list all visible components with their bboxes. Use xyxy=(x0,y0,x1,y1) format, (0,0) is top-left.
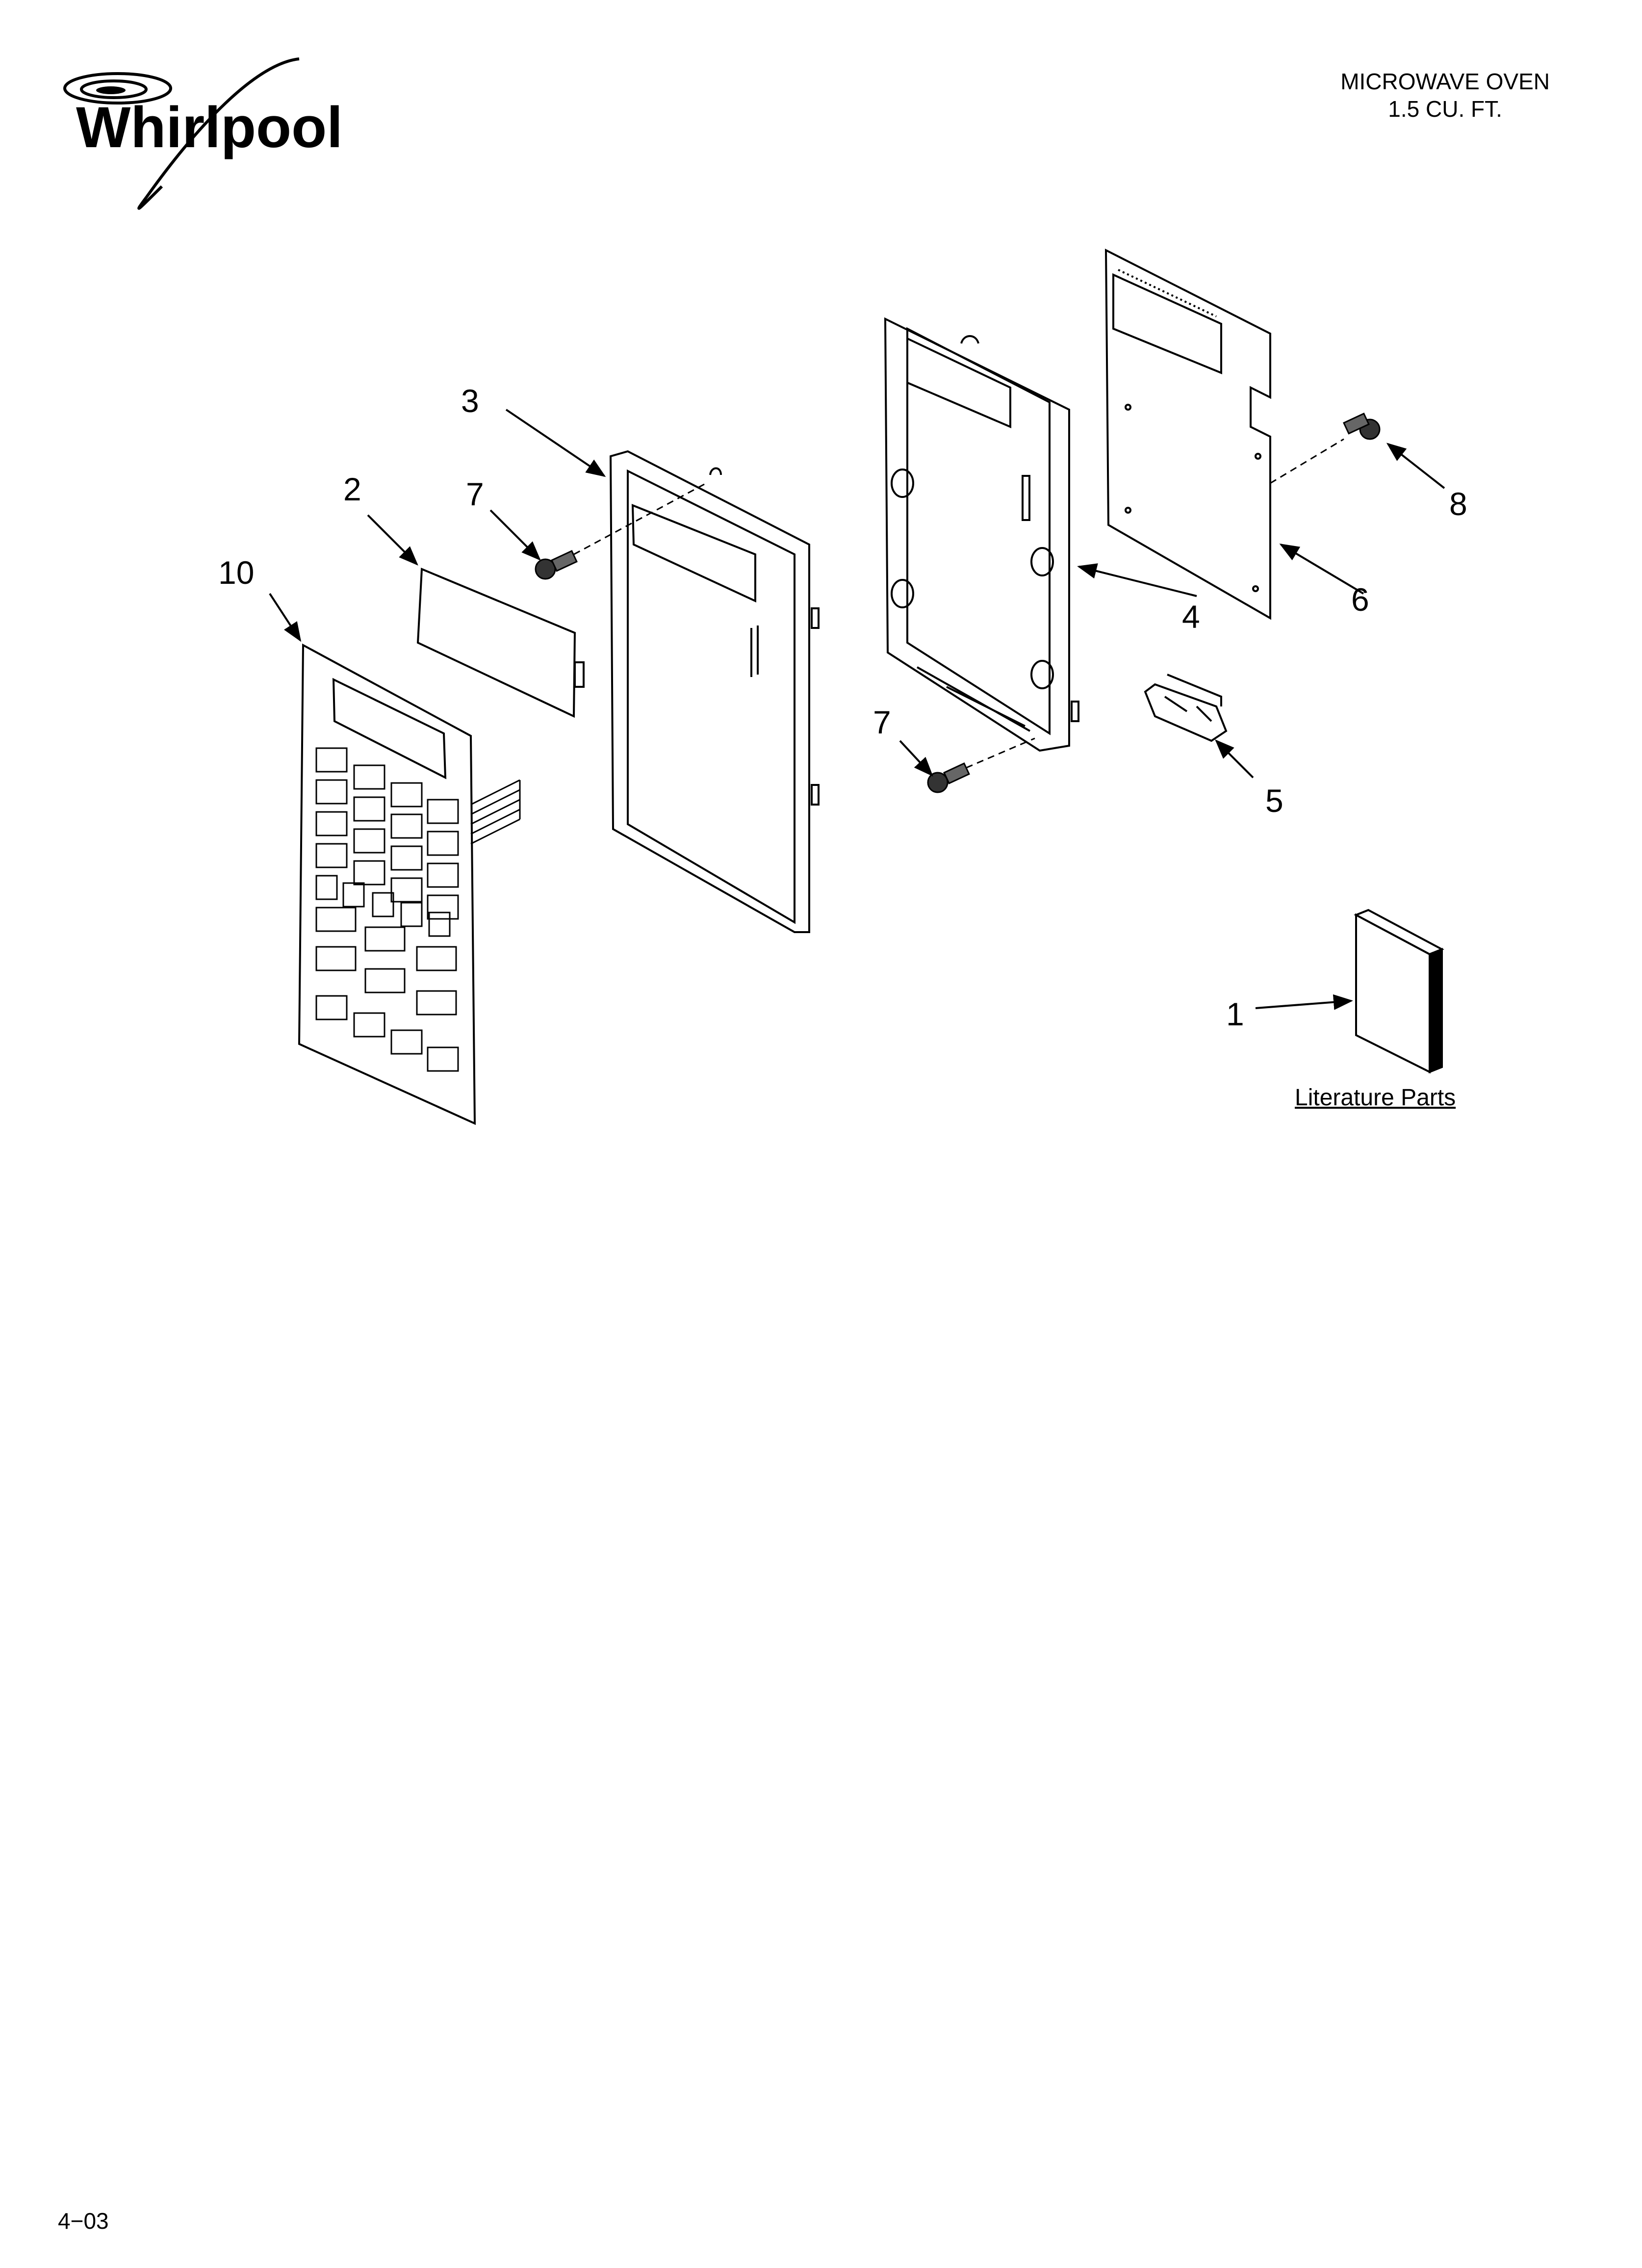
callout-1: 1 xyxy=(1226,996,1244,1032)
callout-5: 5 xyxy=(1265,782,1283,819)
callout-10: 10 xyxy=(218,554,254,591)
callout-6: 6 xyxy=(1351,581,1369,618)
callout-3: 3 xyxy=(461,383,479,419)
leader-arrows xyxy=(269,409,1445,1010)
page-code: 4−03 xyxy=(58,2208,109,2234)
brand-wordmark: Whirlpool xyxy=(76,95,343,160)
header-title: MICROWAVE OVEN 1.5 CU. FT. xyxy=(1340,68,1550,123)
literature-parts-label: Literature Parts xyxy=(1295,1085,1456,1111)
part-6-circuit-board xyxy=(1104,248,1271,620)
header-line-2: 1.5 CU. FT. xyxy=(1388,96,1502,122)
part-2-display-window xyxy=(416,568,585,718)
part-5-clip xyxy=(1144,674,1228,742)
part-4-bracket xyxy=(884,317,1079,752)
part-7-screw-lower xyxy=(927,737,1035,793)
part-7-screw-upper xyxy=(535,482,707,580)
callout-7-upper: 7 xyxy=(466,476,484,512)
header-line-1: MICROWAVE OVEN xyxy=(1340,69,1550,94)
part-10-keypad xyxy=(298,643,521,1125)
callout-7-lower: 7 xyxy=(873,704,891,740)
callout-labels: 10 2 3 7 4 6 8 5 7 1 xyxy=(218,383,1467,1032)
part-3-control-panel xyxy=(609,450,820,933)
part-1-literature xyxy=(1354,909,1444,1074)
whirlpool-logo: Whirlpool xyxy=(63,57,343,210)
callout-4: 4 xyxy=(1182,599,1200,635)
callout-8: 8 xyxy=(1449,486,1467,522)
part-8-screw xyxy=(1270,412,1381,484)
callout-2: 2 xyxy=(343,471,361,507)
ribbon-cable xyxy=(470,779,521,845)
keypad-buttons xyxy=(315,747,459,1072)
